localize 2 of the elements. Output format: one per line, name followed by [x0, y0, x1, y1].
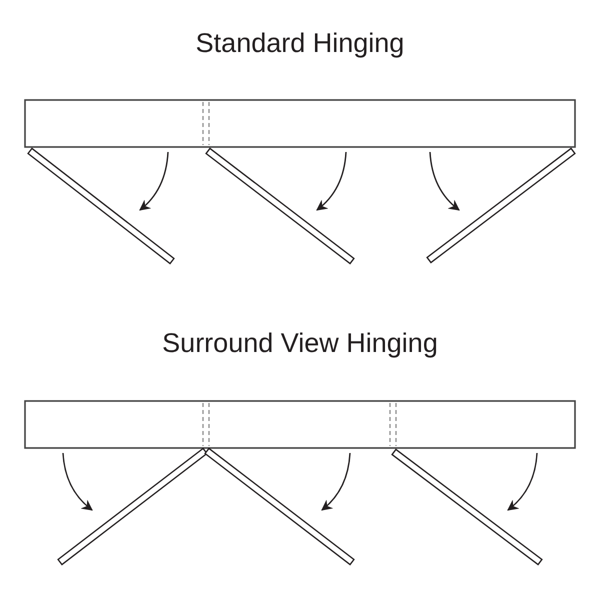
- section-heading: Surround View Hinging: [162, 327, 438, 360]
- section-heading: Standard Hinging: [196, 27, 404, 60]
